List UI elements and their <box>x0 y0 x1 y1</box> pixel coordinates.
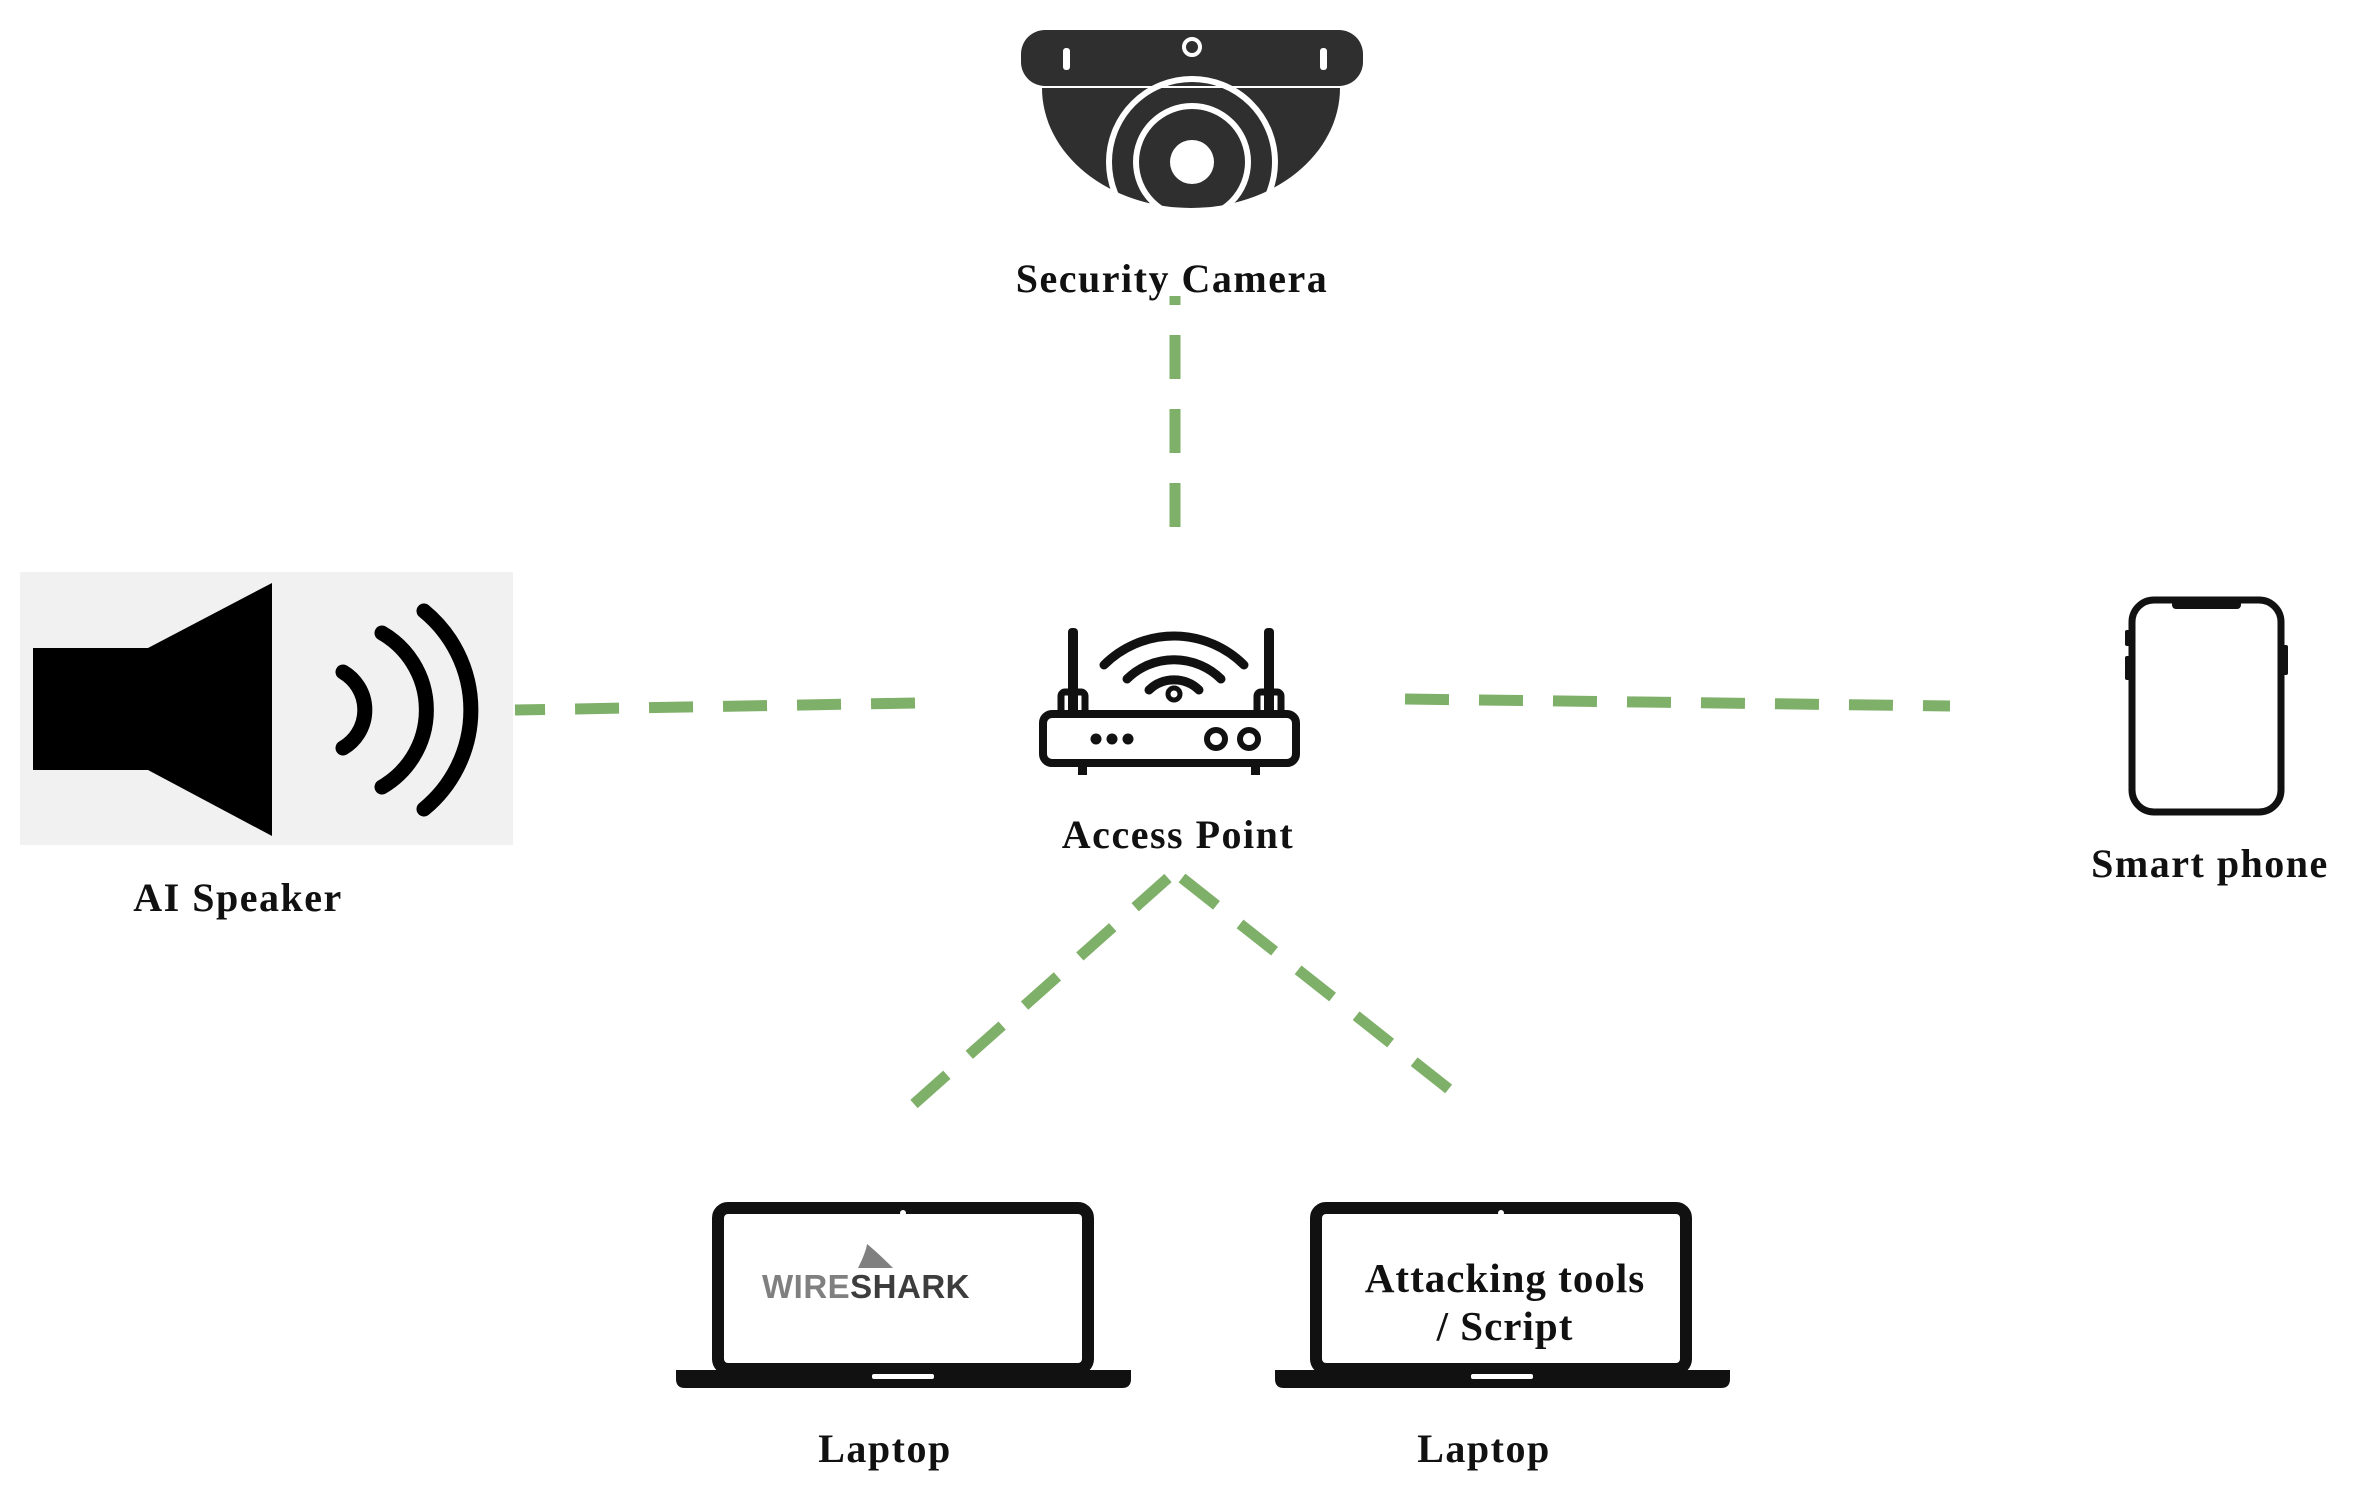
link-ap-to-smartphone <box>1404 693 1951 712</box>
wireshark-logo: WIRESHARK <box>762 1244 970 1305</box>
laptop-wireshark-node: WIRESHARK Laptop <box>676 1202 1131 1471</box>
attacking-tools-line-1: Attacking tools <box>1365 1255 1645 1301</box>
laptop-wireshark-label: Laptop <box>818 1426 952 1471</box>
smart-phone-node: Smart phone <box>2091 596 2329 886</box>
link-ap-to-speaker <box>514 697 916 716</box>
access-point-node: Access Point <box>1039 628 1300 857</box>
connection-links <box>514 296 1951 1117</box>
speaker-icon <box>33 583 479 836</box>
laptop-icon <box>676 1202 1131 1388</box>
attacking-tools-line-2: / Script <box>1436 1303 1574 1349</box>
ai-speaker-node: AI Speaker <box>20 572 513 920</box>
wifi-router-icon <box>1039 628 1300 775</box>
link-ap-to-laptop-wireshark <box>901 873 1172 1117</box>
security-camera-node: Security Camera <box>1016 30 1363 301</box>
wireshark-logo-text-b: SHARK <box>850 1268 970 1305</box>
wireshark-logo-text-a: WIRE <box>762 1268 850 1305</box>
dome-camera-icon <box>1021 30 1363 248</box>
svg-text:WIRESHARK: WIRESHARK <box>762 1268 970 1305</box>
laptop-attacker-node: Attacking tools / Script Laptop <box>1275 1202 1730 1471</box>
wireshark-fin-icon <box>858 1244 893 1268</box>
laptop-icon <box>1275 1202 1730 1388</box>
laptop-attacker-label: Laptop <box>1417 1426 1551 1471</box>
smartphone-icon <box>2125 596 2288 816</box>
smart-phone-label: Smart phone <box>2091 841 2329 886</box>
security-camera-label: Security Camera <box>1016 256 1328 301</box>
access-point-label: Access Point <box>1062 812 1294 857</box>
link-ap-to-laptop-attacker <box>1178 873 1454 1095</box>
ai-speaker-label: AI Speaker <box>133 875 342 920</box>
